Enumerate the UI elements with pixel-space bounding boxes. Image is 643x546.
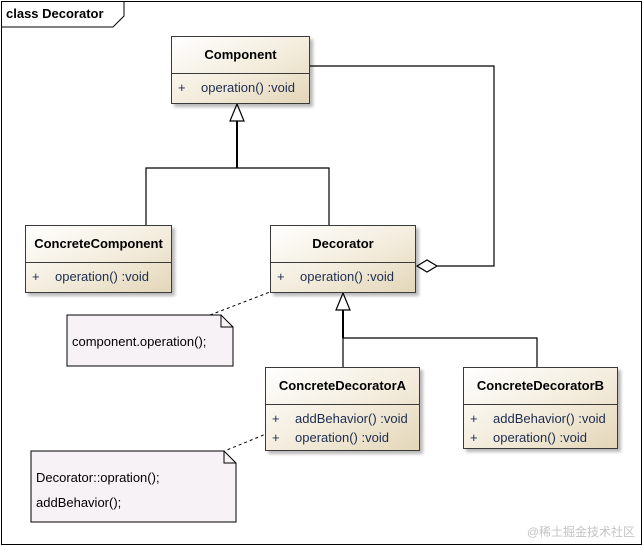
class-member: + operation() :void [464, 428, 617, 447]
class-concrete-component[interactable]: ConcreteComponent + operation() :void [25, 225, 172, 293]
generalization-arrowhead-decorator [335, 291, 351, 311]
frame-title-tab [1, 1, 125, 28]
generalization-decorators-to-decorator [342, 310, 538, 367]
class-name: ConcreteDecoratorB [464, 368, 617, 405]
note-link-decorator-a [221, 433, 267, 453]
member-signature: operation() :void [300, 269, 394, 284]
class-name: Component [172, 37, 309, 74]
class-member: + addBehavior() :void [266, 409, 419, 428]
class-member: + operation() :void [271, 267, 415, 286]
generalization-arrowhead-component [229, 102, 245, 122]
aggregation-diamond [415, 259, 439, 273]
note-decorator-a-line-1: Decorator::opration(); [36, 470, 160, 485]
member-signature: addBehavior() :void [493, 411, 606, 426]
frame-title: class Decorator [6, 6, 104, 21]
note-link-decorator [209, 291, 271, 316]
class-name: ConcreteComponent [26, 226, 171, 263]
generalization-decorator-to-component [236, 121, 330, 226]
note-decorator-text: component.operation(); [72, 334, 207, 349]
member-signature: addBehavior() :void [295, 411, 408, 426]
visibility-marker: + [32, 269, 40, 284]
member-signature: operation() :void [493, 430, 587, 445]
visibility-marker: + [470, 430, 478, 445]
member-signature: operation() :void [55, 269, 149, 284]
class-decorator[interactable]: Decorator + operation() :void [270, 225, 416, 293]
class-member: + addBehavior() :void [464, 409, 617, 428]
visibility-marker: + [277, 269, 285, 284]
member-signature: operation() :void [295, 430, 389, 445]
aggregation-decorator-to-component [309, 65, 495, 267]
visibility-marker: + [272, 411, 280, 426]
visibility-marker: + [272, 430, 280, 445]
class-member: + operation() :void [266, 428, 419, 447]
visibility-marker: + [178, 80, 186, 95]
class-concrete-decorator-a[interactable]: ConcreteDecoratorA + addBehavior() :void… [265, 367, 420, 451]
class-component[interactable]: Component + operation() :void [171, 36, 310, 104]
visibility-marker: + [470, 411, 478, 426]
class-concrete-decorator-b[interactable]: ConcreteDecoratorB + addBehavior() :void… [463, 367, 618, 449]
watermark: @稀土掘金技术社区 [526, 525, 635, 539]
class-member: + operation() :void [26, 267, 171, 286]
generalization-concrete-component-to-component [145, 167, 237, 226]
member-signature: operation() :void [201, 80, 295, 95]
class-name: ConcreteDecoratorA [266, 368, 419, 405]
class-name: Decorator [271, 226, 415, 263]
note-decorator [66, 314, 234, 367]
note-decorator-a [30, 450, 237, 523]
class-member: + operation() :void [172, 78, 309, 97]
note-decorator-a-line-2: addBehavior(); [36, 495, 122, 510]
